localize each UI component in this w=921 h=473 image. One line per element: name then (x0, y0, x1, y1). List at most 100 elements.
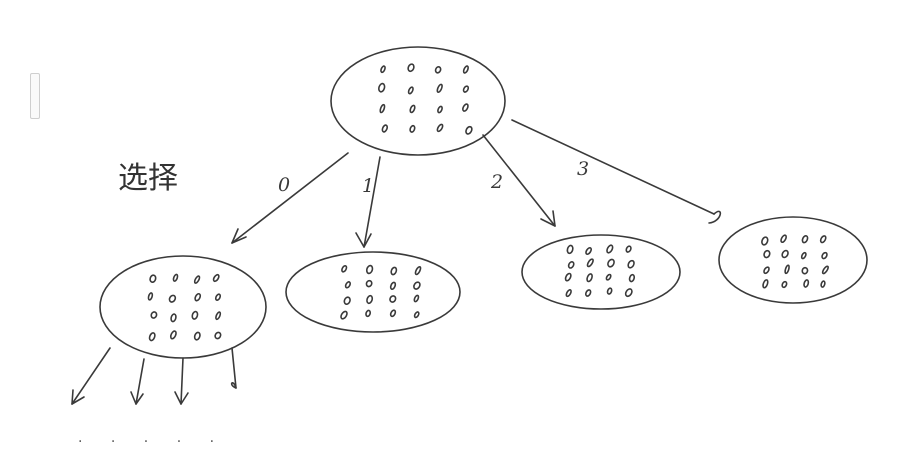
sample-mark (378, 82, 386, 93)
sample-mark (214, 331, 222, 340)
sample-mark (194, 292, 202, 302)
sample-mark (801, 266, 809, 275)
edge-label-3: 3 (577, 158, 589, 180)
sample-mark (380, 65, 386, 74)
child-node-2-samples (564, 244, 636, 298)
sample-mark (148, 332, 156, 342)
sample-mark (565, 289, 572, 298)
sample-mark (407, 63, 415, 73)
edge-label-0: 0 (278, 174, 290, 196)
sample-mark (780, 234, 787, 244)
edge-label-2: 2 (490, 171, 503, 193)
sample-mark (624, 288, 633, 298)
sub-edges (71, 347, 237, 405)
sample-mark (413, 281, 421, 290)
sample-mark (584, 289, 592, 297)
sample-mark (586, 258, 594, 268)
sample-mark (800, 251, 807, 260)
sample-mark (149, 274, 157, 284)
sample-mark (564, 272, 572, 282)
sample-mark (413, 294, 420, 303)
sample-mark (172, 273, 179, 282)
sample-mark (340, 310, 348, 320)
sample-mark (462, 65, 469, 74)
sample-mark (434, 66, 442, 74)
sample-mark (212, 273, 220, 283)
sample-mark (191, 310, 199, 320)
sample-mark (366, 294, 374, 305)
sample-mark (820, 280, 826, 288)
sample-mark (193, 275, 201, 284)
sample-mark (605, 273, 612, 281)
sample-mark (585, 247, 593, 255)
sample-mark (409, 104, 416, 114)
sample-mark (567, 261, 575, 269)
sample-mark (762, 279, 769, 289)
sample-mark (821, 251, 828, 260)
sample-mark (607, 258, 615, 268)
sample-mark (781, 249, 789, 259)
sample-mark (462, 103, 469, 112)
sample-mark (437, 105, 443, 114)
child-node-1 (285, 251, 461, 333)
sample-mark (801, 234, 809, 244)
child-node-0-samples (147, 273, 222, 342)
sample-mark (147, 292, 154, 301)
sample-mark (761, 236, 769, 246)
child-node-3 (718, 216, 868, 304)
child-node-2 (521, 234, 681, 310)
sample-mark (763, 249, 771, 259)
sample-mark (170, 313, 177, 323)
child-node-3-samples (761, 234, 829, 289)
sample-mark (566, 244, 574, 255)
root-node (330, 46, 506, 156)
sample-mark (214, 293, 222, 301)
sample-mark (627, 259, 635, 269)
sample-mark (763, 266, 770, 275)
sample-mark (462, 85, 470, 93)
sample-mark (436, 83, 443, 94)
sample-mark (168, 294, 177, 303)
sample-mark (215, 311, 222, 321)
sample-mark (784, 264, 790, 275)
sample-mark (390, 266, 398, 276)
sample-mark (821, 265, 829, 275)
sample-mark (389, 309, 397, 318)
sample-mark (169, 330, 177, 340)
sample-mark (389, 281, 397, 291)
sample-mark (365, 309, 372, 318)
sample-mark (819, 235, 827, 244)
sample-mark (409, 124, 416, 133)
child-node-0 (99, 255, 267, 359)
sample-mark (193, 331, 201, 341)
sample-mark (625, 245, 632, 253)
sample-mark (413, 311, 420, 319)
root-node-samples (378, 63, 473, 135)
edge-1 (355, 156, 381, 248)
sample-mark (628, 273, 636, 283)
sample-mark (781, 280, 788, 289)
scrollbar-handle[interactable] (30, 73, 40, 119)
sample-mark (381, 124, 389, 133)
sample-mark (389, 295, 397, 303)
edge-2 (482, 134, 556, 227)
child-node-1-samples (340, 264, 422, 320)
sample-mark (436, 123, 444, 133)
edge-3 (511, 119, 722, 224)
edge-label-1: 1 (362, 175, 374, 197)
sample-mark (803, 279, 810, 288)
sample-mark (365, 264, 374, 275)
sample-mark (606, 244, 614, 254)
sample-mark (344, 281, 351, 289)
sample-mark (150, 311, 158, 319)
sample-mark (407, 86, 414, 95)
continuation-dots: · · · · · (78, 434, 226, 450)
sample-mark (465, 125, 473, 135)
title-label: 选择 (118, 161, 178, 196)
sample-mark (365, 279, 373, 288)
edge-0 (231, 152, 349, 244)
sample-mark (414, 265, 422, 276)
sample-mark (379, 103, 386, 114)
sample-mark (341, 264, 348, 273)
